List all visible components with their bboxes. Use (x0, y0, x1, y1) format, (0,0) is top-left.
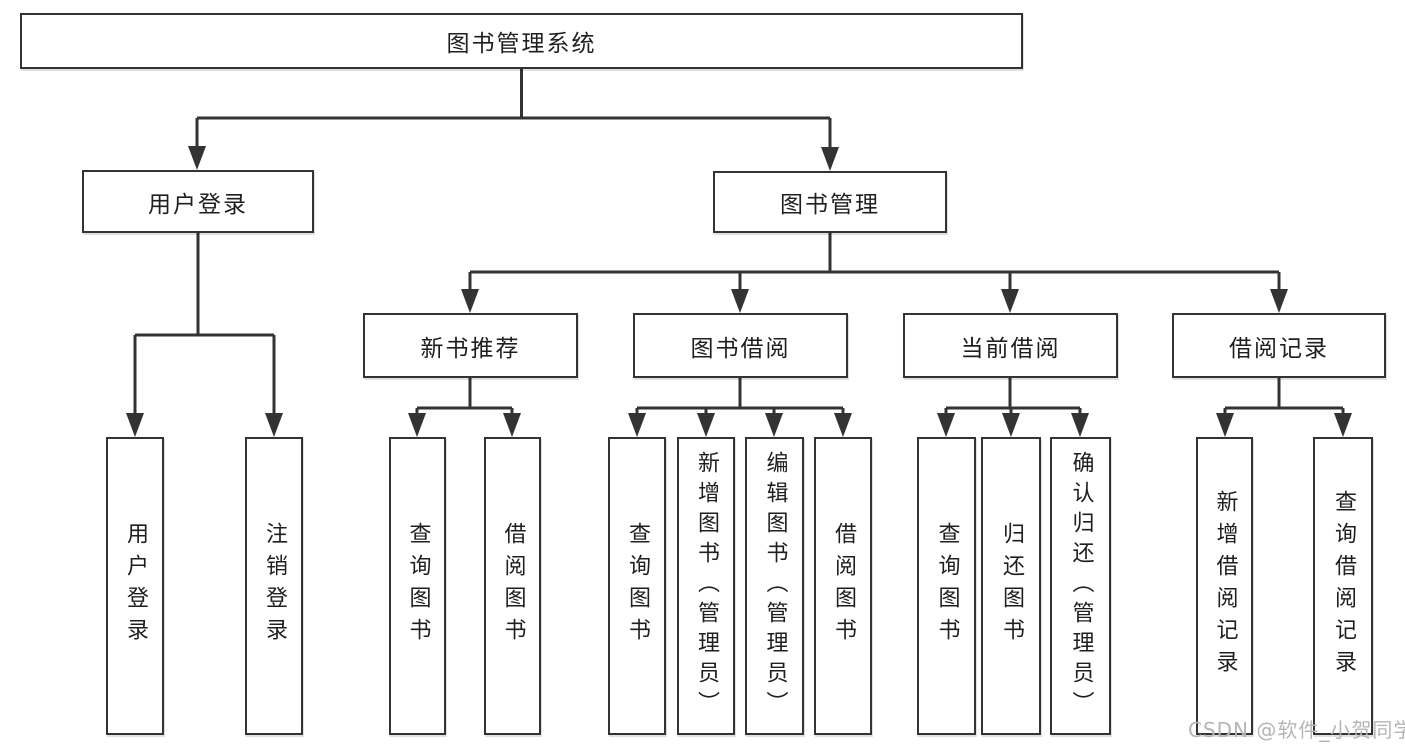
node-borrow-records: 借阅记录 (1172, 313, 1386, 378)
leaf-query-book-2: 查询图书 (608, 437, 666, 735)
leaf-edit-book-admin: 编辑图书（管理员） (745, 437, 804, 735)
leaf-borrow-book-1: 借阅图书 (484, 437, 541, 735)
leaf-query-book-3: 查询图书 (917, 437, 976, 735)
leaf-confirm-return-admin-label: 确认归还（管理员） (1068, 451, 1094, 721)
leaf-borrow-book-2-label: 借阅图书 (831, 522, 856, 650)
node-new-book-recommend-label: 新书推荐 (420, 335, 521, 362)
leaf-add-book-admin: 新增图书（管理员） (677, 437, 735, 735)
leaf-logout-label: 注销登录 (262, 522, 287, 650)
node-book-management: 图书管理 (713, 171, 947, 233)
node-borrow-records-label: 借阅记录 (1229, 335, 1329, 362)
leaf-query-book-1-label: 查询图书 (405, 522, 431, 650)
leaf-user-login: 用户登录 (106, 437, 164, 735)
leaf-confirm-return-admin: 确认归还（管理员） (1050, 437, 1111, 735)
leaf-borrow-book-2: 借阅图书 (814, 437, 872, 735)
leaf-add-book-admin-label: 新增图书（管理员） (694, 451, 719, 721)
leaf-add-borrow-record-label: 新增借阅记录 (1212, 490, 1238, 682)
leaf-borrow-book-1-label: 借阅图书 (500, 522, 526, 650)
node-user-login: 用户登录 (82, 170, 314, 233)
node-current-borrow: 当前借阅 (903, 313, 1118, 378)
leaf-query-borrow-record: 查询借阅记录 (1313, 437, 1373, 735)
node-new-book-recommend: 新书推荐 (363, 313, 578, 378)
node-user-login-label: 用户登录 (148, 191, 248, 218)
leaf-query-book-1: 查询图书 (389, 437, 446, 735)
node-root: 图书管理系统 (20, 13, 1023, 69)
watermark-text: CSDN @软件_小贺同学 (1188, 718, 1405, 742)
node-current-borrow-label: 当前借阅 (960, 335, 1061, 362)
leaf-edit-book-admin-label: 编辑图书（管理员） (762, 451, 788, 721)
node-book-borrow: 图书借阅 (633, 313, 848, 378)
leaf-logout: 注销登录 (245, 437, 303, 735)
leaf-query-book-2-label: 查询图书 (625, 522, 650, 650)
node-book-borrow-label: 图书借阅 (690, 335, 791, 362)
leaf-return-book-label: 归还图书 (999, 522, 1024, 650)
leaf-return-book: 归还图书 (981, 437, 1041, 735)
leaf-query-borrow-record-label: 查询借阅记录 (1331, 490, 1356, 682)
node-book-management-label: 图书管理 (780, 192, 880, 218)
leaf-add-borrow-record: 新增借阅记录 (1196, 437, 1253, 735)
leaf-query-book-3-label: 查询图书 (934, 522, 960, 650)
leaf-user-login-label: 用户登录 (123, 522, 148, 650)
node-root-label: 图书管理系统 (446, 31, 597, 57)
